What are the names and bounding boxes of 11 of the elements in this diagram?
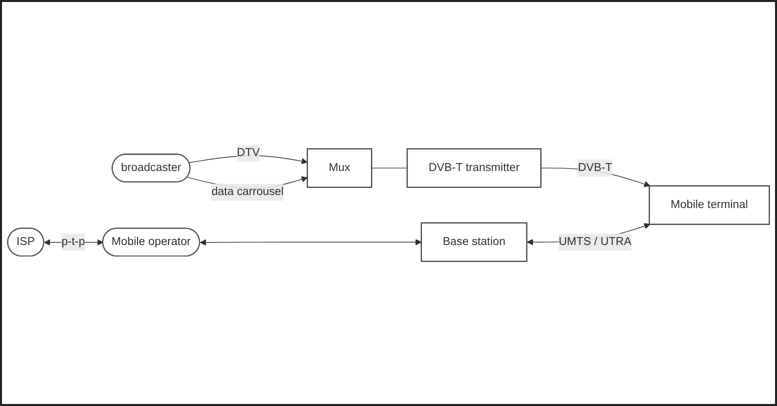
- arrow: [188, 155, 308, 164]
- node-box: Mobile terminal: [648, 185, 770, 225]
- arrow: [200, 238, 422, 246]
- node-box: Mux: [306, 148, 372, 188]
- edge-label: data carrousel: [211, 186, 284, 198]
- edge-label: DVB-T: [578, 162, 612, 174]
- edge-label: p-t-p: [61, 236, 85, 248]
- node-box: Base station: [420, 222, 528, 262]
- edge-label: UMTS / UTRA: [558, 236, 632, 248]
- node-box: DVB-T transmitter: [406, 148, 542, 188]
- edge-label: DTV: [236, 146, 260, 159]
